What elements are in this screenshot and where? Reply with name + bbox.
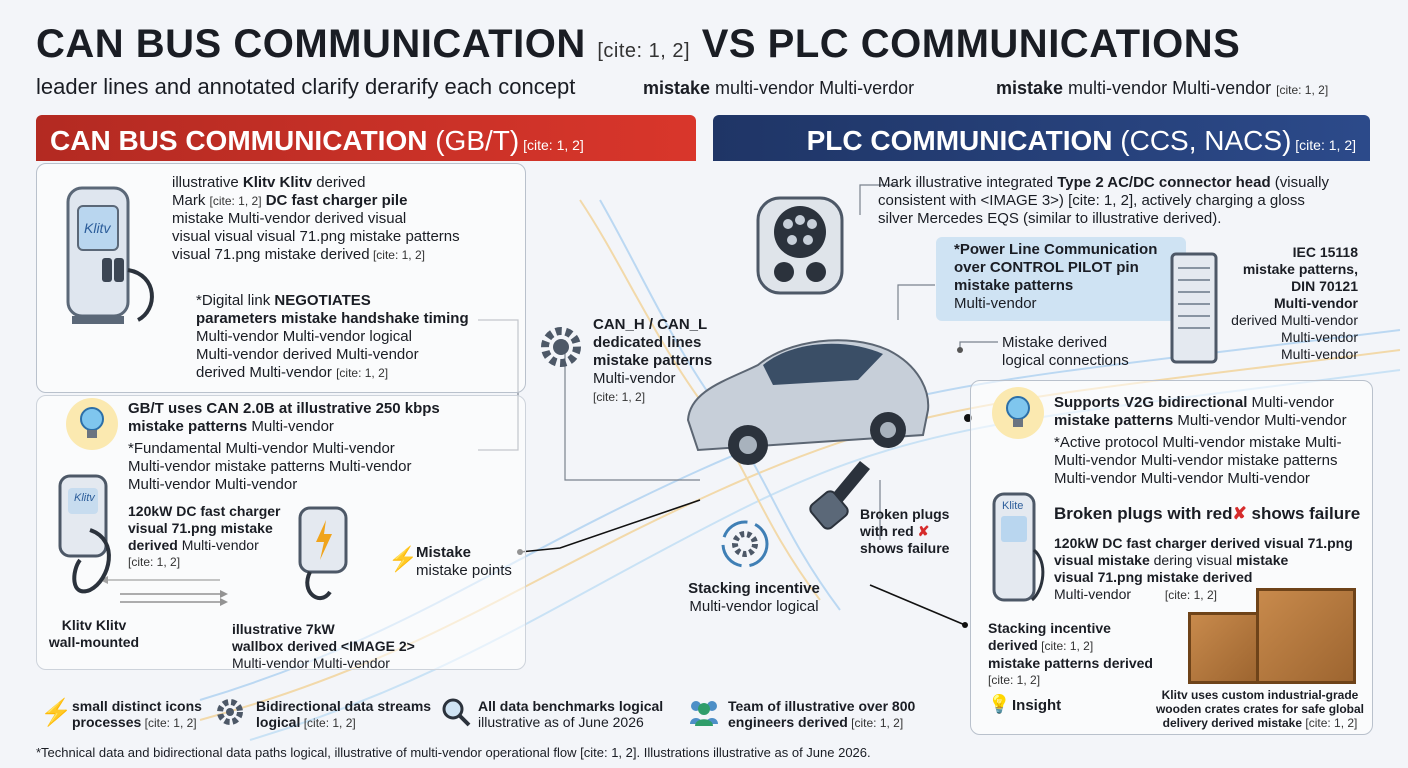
car-illustration: [678, 310, 938, 480]
footer-item-team: Team of illustrative over 800 engineers …: [728, 698, 916, 730]
plc-charger-illustration: Klite: [986, 490, 1046, 610]
footer-item-benchmarks: All data benchmarks logical illustrative…: [478, 698, 664, 730]
digital-link-note: *Digital link NEGOTIATES parameters mist…: [196, 292, 469, 381]
charger-brand: Klitv: [84, 220, 111, 236]
page-title: CAN BUS COMMUNICATION [cite: 1, 2] VS PL…: [36, 22, 1241, 66]
dc-charger-illustration: Klitv: [58, 180, 154, 324]
footnote: *Technical data and bidirectional data p…: [36, 745, 871, 760]
v2g-note: Supports V2G bidirectional Multi-vendor …: [1054, 394, 1347, 487]
plc-stacking-note: Stacking incentive derived [cite: 1, 2] …: [988, 620, 1153, 687]
lightning-icon: ⚡: [388, 546, 418, 573]
power-line-note: *Power Line Communication over CONTROL P…: [936, 237, 1186, 321]
subtitle-note-2: mistake multi-vendor Multi-vendor [cite:…: [996, 78, 1329, 98]
broken-plug-illustration: [800, 455, 880, 535]
logical-connections-note: Mistake derived logical connections: [1002, 334, 1129, 369]
iec-standard-note: IEC 15118 mistake patterns, DIN 70121 Mu…: [1231, 244, 1358, 362]
page-subtitle: leader lines and annotated clarify derar…: [36, 74, 576, 99]
wooden-crate-small: [1188, 612, 1260, 684]
connector-head-note: Mark illustrative integrated Type 2 AC/D…: [878, 174, 1329, 227]
charger-120kw-note: 120kW DC fast charger visual 71.png mist…: [128, 503, 281, 569]
plc-charger-brand: Klite: [1002, 500, 1024, 512]
can-lines-note: CAN_H / CAN_L dedicated lines mistake pa…: [593, 316, 713, 404]
insight-lightbulb-icon: 💡: [988, 694, 1011, 714]
broken-plugs-center-note: Broken plugs with red ✘ shows failure: [860, 506, 950, 556]
wallbox-note: illustrative 7kW wallbox derived <IMAGE …: [232, 621, 415, 671]
mistake-points-note: Mistake mistake points: [416, 544, 512, 579]
lightbulb-icon: [66, 398, 118, 450]
footer-team-icon: [686, 696, 722, 733]
can-details-panel: [36, 395, 526, 670]
footer-item-icons: small distinct icons processes [cite: 1,…: [72, 698, 202, 730]
refresh-gear-icon: [717, 516, 773, 577]
red-x-icon: ✘: [1232, 504, 1247, 523]
footer-gear-icon: [214, 696, 246, 733]
wall-charger-illustration: Klitv: [50, 470, 120, 610]
wall-charger-brand: Klitv: [74, 492, 95, 504]
wooden-crate-large: [1256, 588, 1356, 684]
plc-section-header: PLC COMMUNICATION (CCS, NACS) [cite: 1, …: [713, 115, 1370, 161]
wall-mounted-label: Klitv Klitv wall-mounted: [48, 617, 140, 650]
plc-charger-120kw-note: 120kW DC fast charger derived visual 71.…: [1054, 535, 1353, 602]
footer-lightning-icon: ⚡: [40, 697, 73, 727]
footer-item-streams: Bidirectional data streams logical [cite…: [256, 698, 432, 730]
server-illustration: [1166, 248, 1226, 368]
red-x-icon: ✘: [917, 523, 930, 539]
can-charger-description: illustrative Klitv Klitv derived Mark [c…: [172, 174, 460, 263]
wallbox-illustration: [290, 502, 360, 612]
crates-note: Klitv uses custom industrial-grade woode…: [1155, 688, 1365, 730]
subtitle-note-1: mistake multi-vendor Multi-verdor: [643, 78, 915, 98]
v2g-lightbulb-icon: [992, 387, 1044, 439]
gbt-can-note: GB/T uses CAN 2.0B at illustrative 250 k…: [128, 400, 440, 493]
can-section-header: CAN BUS COMMUNICATION (GB/T) [cite: 1, 2…: [36, 115, 696, 161]
broken-plugs-note: Broken plugs with red✘ shows failure: [1054, 504, 1361, 523]
stacking-center-note: Stacking incentive Multi-vendor logical: [688, 580, 820, 615]
gear-icon: [536, 322, 586, 372]
connector-head-illustration: [750, 190, 844, 300]
insight-label: Insight: [1012, 697, 1062, 714]
footer-magnifier-icon: [440, 696, 472, 733]
